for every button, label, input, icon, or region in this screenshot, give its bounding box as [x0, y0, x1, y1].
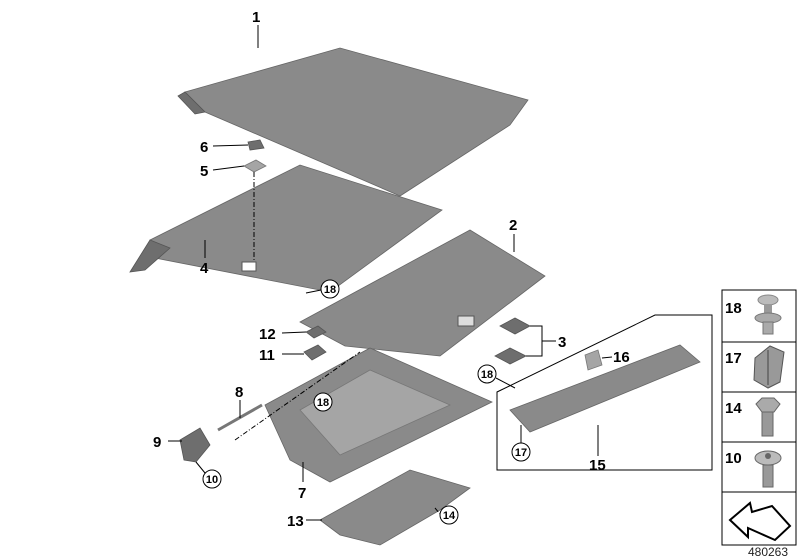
diagram-id: 480263 — [748, 545, 788, 559]
part-2-loading-floor[interactable] — [299, 229, 546, 357]
callout-2[interactable]: 2 — [509, 217, 517, 234]
callout-5[interactable]: 5 — [200, 163, 208, 180]
legend-number-18: 18 — [725, 300, 742, 317]
part-9-holder[interactable] — [179, 427, 211, 463]
callout-17[interactable]: 17 — [511, 442, 531, 462]
svg-text:18: 18 — [324, 284, 336, 296]
part-7-trunk-tray[interactable] — [264, 347, 493, 483]
callout-9[interactable]: 9 — [153, 434, 161, 451]
leader-lines — [168, 25, 613, 521]
part-3-handles[interactable] — [494, 317, 531, 365]
callout-12[interactable]: 12 — [259, 326, 276, 343]
clip-nut-icon — [753, 345, 785, 389]
callout-14[interactable]: 14 — [439, 505, 459, 525]
callout-18-sill[interactable]: 18 — [477, 364, 497, 384]
legend-number-17: 17 — [725, 350, 742, 367]
part-6-cap[interactable] — [247, 139, 265, 151]
callout-4[interactable]: 4 — [200, 260, 209, 277]
fastener-legend: 18 17 14 10 — [721, 289, 797, 546]
legend-number-10: 10 — [725, 450, 742, 467]
svg-text:10: 10 — [206, 474, 218, 486]
callout-8[interactable]: 8 — [235, 384, 243, 401]
part-1-cover-panel[interactable] — [177, 47, 529, 197]
callout-6[interactable]: 6 — [200, 139, 208, 156]
svg-text:18: 18 — [317, 397, 329, 409]
part-15-sill-trim-group[interactable] — [496, 314, 713, 471]
callout-18-floor[interactable]: 18 — [320, 279, 340, 299]
callout-13[interactable]: 13 — [287, 513, 304, 530]
part-4-floor-panel[interactable] — [129, 164, 443, 293]
callout-3[interactable]: 3 — [558, 334, 566, 351]
direction-arrow-icon — [728, 501, 792, 542]
callout-10[interactable]: 10 — [202, 469, 222, 489]
svg-text:17: 17 — [515, 447, 527, 459]
callout-7[interactable]: 7 — [298, 485, 306, 502]
callout-1[interactable]: 1 — [252, 9, 260, 26]
svg-text:14: 14 — [443, 510, 456, 522]
callout-11[interactable]: 11 — [259, 347, 275, 364]
hex-bolt-icon — [755, 397, 781, 437]
svg-text:18: 18 — [481, 369, 493, 381]
part-11-bracket[interactable] — [303, 344, 327, 361]
callout-15[interactable]: 15 — [589, 457, 606, 474]
part-5-holder[interactable] — [243, 159, 267, 173]
torx-screw-icon — [754, 450, 782, 488]
part-12-clip[interactable] — [305, 325, 327, 339]
callout-16[interactable]: 16 — [613, 349, 630, 366]
part-13-bracket[interactable] — [319, 469, 471, 546]
expanding-rivet-icon — [754, 294, 782, 335]
callout-18-tray[interactable]: 18 — [313, 392, 333, 412]
legend-number-14: 14 — [725, 400, 742, 417]
